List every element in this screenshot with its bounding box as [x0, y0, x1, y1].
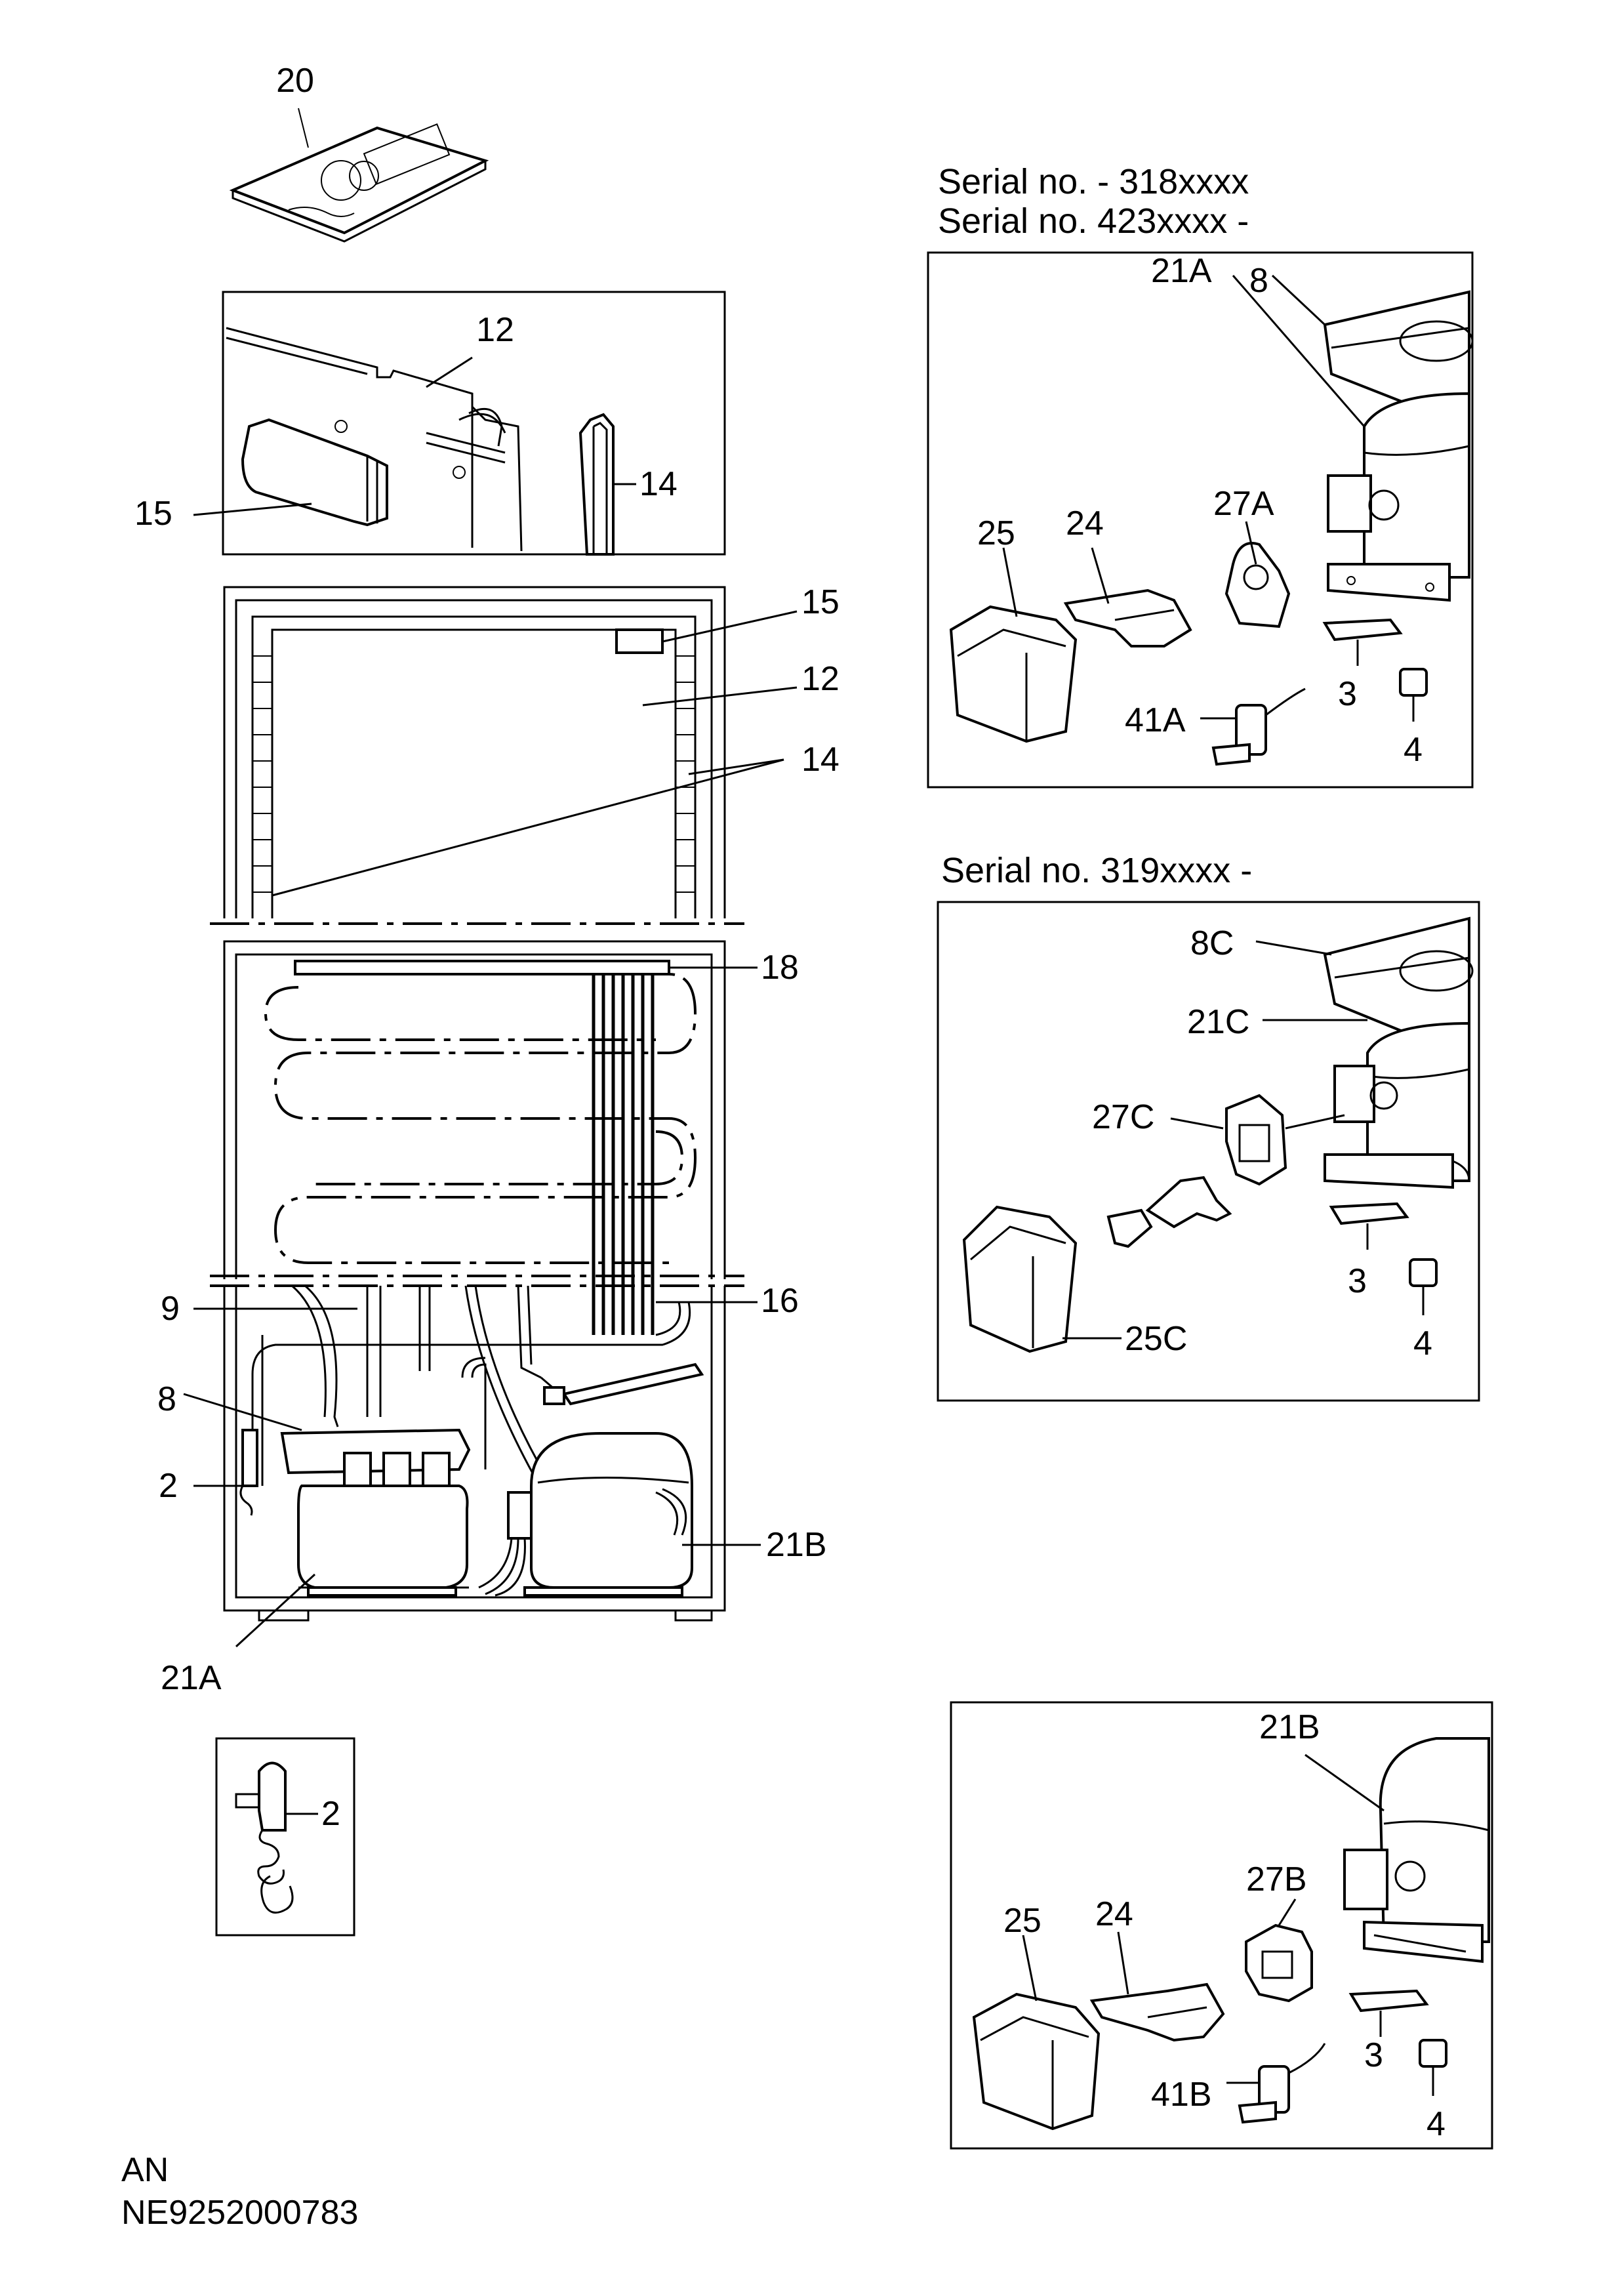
label-12-top: 12	[476, 311, 514, 349]
label-8: 8	[157, 1380, 176, 1418]
label-41B: 41B	[1151, 2076, 1212, 2114]
label-3-b: 3	[1364, 2036, 1383, 2074]
label-21B: 21B	[766, 1526, 827, 1564]
label-25-b: 25	[1003, 1902, 1042, 1940]
header-serial-a2: Serial no. 423xxxx -	[938, 201, 1249, 241]
label-25-a: 25	[977, 514, 1015, 552]
label-21C: 21C	[1187, 1003, 1249, 1041]
door-detail-box	[193, 291, 726, 556]
label-14-door: 14	[801, 741, 839, 779]
label-25C: 25C	[1125, 1320, 1187, 1358]
thermostat-detail-box	[215, 1737, 355, 1937]
label-24-b: 24	[1095, 1895, 1133, 1933]
label-21A-a: 21A	[1151, 252, 1212, 290]
label-2-thermostat: 2	[321, 1795, 340, 1833]
door-assembly	[210, 586, 798, 925]
label-27A: 27A	[1213, 485, 1274, 523]
compressor-compartment	[183, 1284, 761, 1648]
label-3-a: 3	[1338, 675, 1357, 713]
label-41A: 41A	[1125, 701, 1186, 739]
label-18: 18	[761, 949, 799, 987]
label-8-a: 8	[1249, 262, 1268, 300]
label-27C: 27C	[1092, 1098, 1154, 1136]
label-27B: 27B	[1246, 1860, 1307, 1898]
header-serial-c: Serial no. 319xxxx -	[941, 851, 1252, 890]
label-21A: 21A	[161, 1659, 222, 1697]
header-serial-a1: Serial no. - 318xxxx	[938, 162, 1249, 201]
footer-doc-number: NE9252000783	[121, 2194, 358, 2232]
label-15-top: 15	[134, 495, 172, 533]
manual-booklet	[229, 108, 489, 243]
label-9: 9	[161, 1290, 180, 1328]
label-21B-b: 21B	[1259, 1708, 1320, 1746]
label-16: 16	[761, 1282, 799, 1320]
footer-code-an: AN	[121, 2151, 169, 2189]
label-2: 2	[159, 1467, 178, 1505]
label-4-c: 4	[1413, 1324, 1432, 1363]
label-24-a: 24	[1066, 504, 1104, 543]
label-4-a: 4	[1404, 731, 1423, 769]
variant-a-box	[927, 251, 1474, 789]
label-3-c: 3	[1348, 1262, 1367, 1300]
label-20: 20	[276, 62, 314, 100]
variant-b-box	[950, 1701, 1493, 2150]
label-15-door: 15	[801, 583, 839, 621]
label-14-top: 14	[639, 465, 678, 503]
label-12-door: 12	[801, 660, 839, 698]
label-4-b: 4	[1426, 2105, 1446, 2143]
label-8C: 8C	[1190, 924, 1234, 962]
cabinet-back	[210, 940, 758, 1335]
variant-c-box	[937, 901, 1480, 1402]
